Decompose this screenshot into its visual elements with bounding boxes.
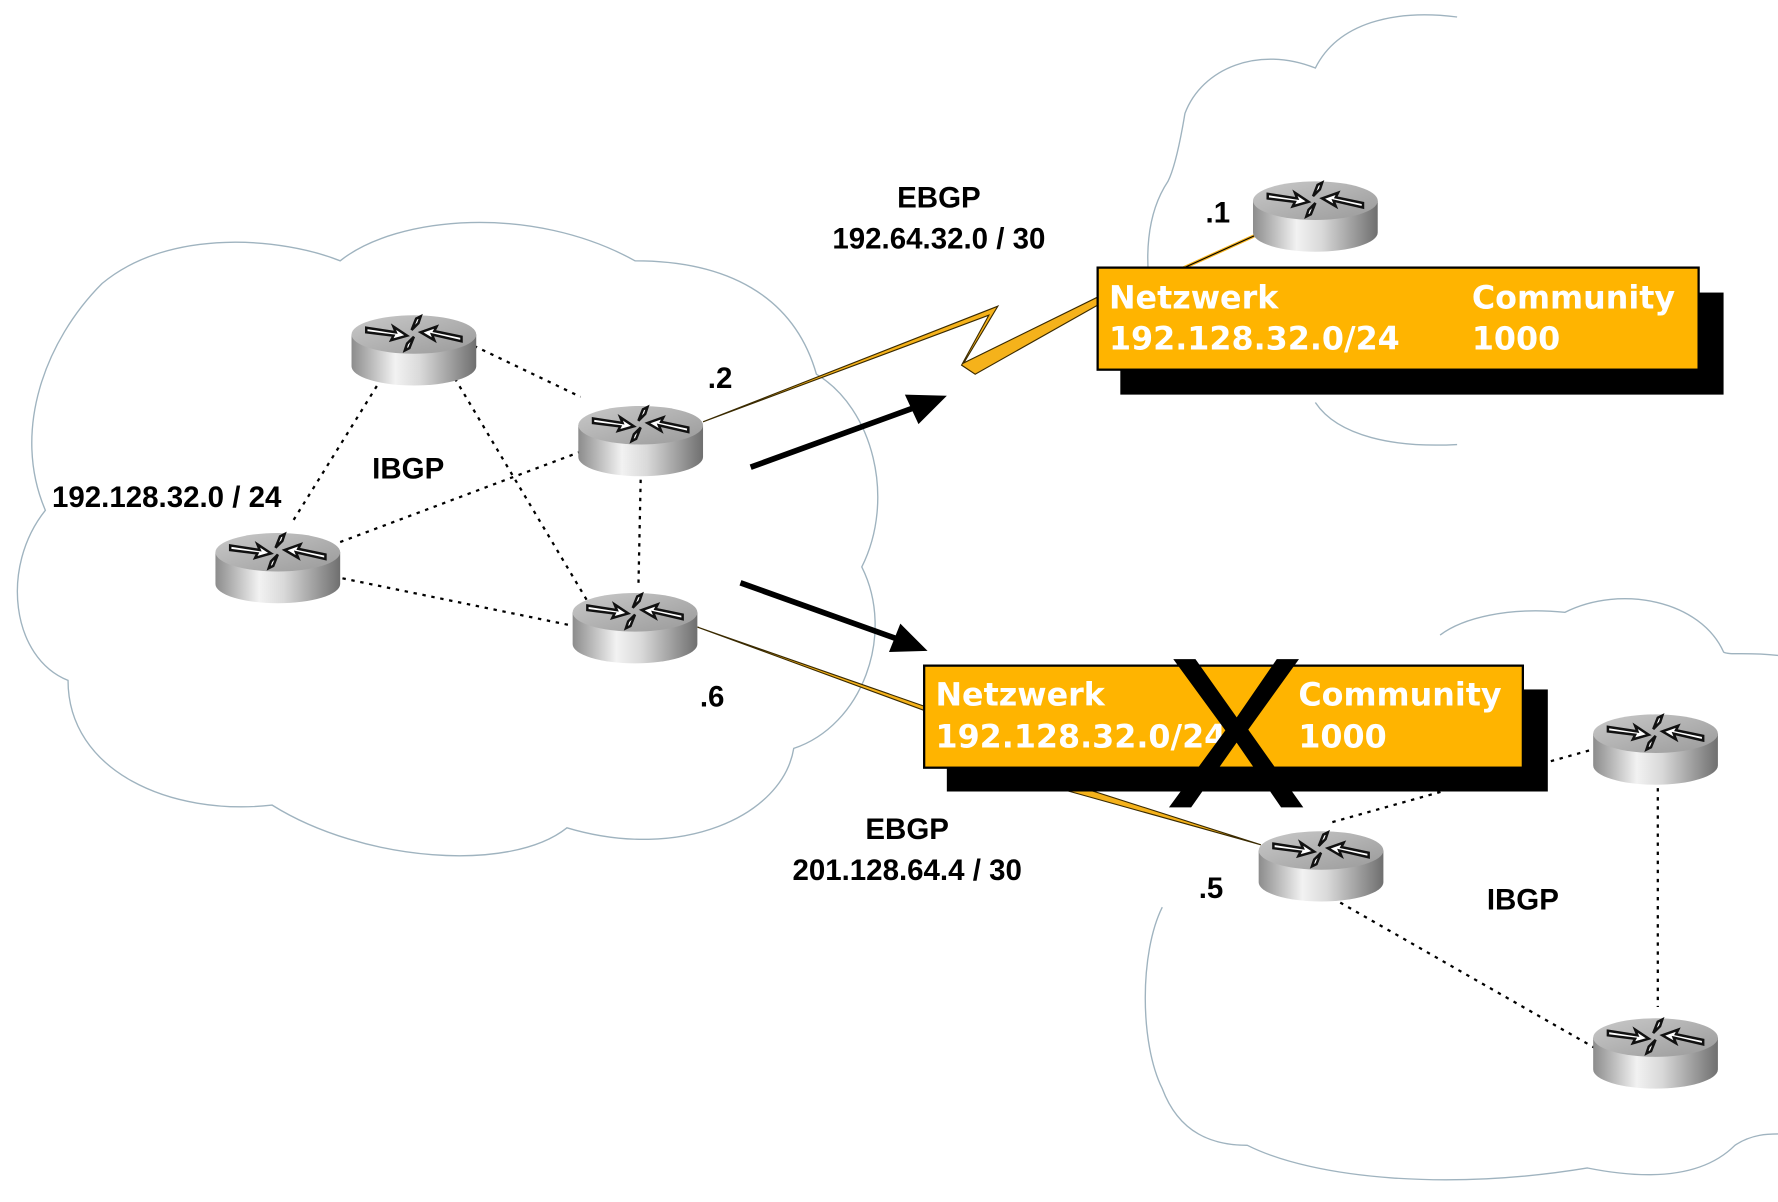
ibgp-left-to-edge-upper xyxy=(339,450,583,544)
lower-announcement-box: Netzwerk 192.128.32.0/24 Community 1000 … xyxy=(923,612,1548,853)
router-edge-upper[interactable] xyxy=(577,404,705,478)
lower-local-host-label: .6 xyxy=(700,680,725,713)
left-ibgp-label: IBGP xyxy=(372,453,444,486)
right-ibgp-label: IBGP xyxy=(1487,883,1559,916)
upper-network-value: 192.128.32.0/24 xyxy=(1109,321,1400,357)
reject-x-icon: X xyxy=(1164,612,1308,853)
upper-community-header: Community xyxy=(1472,280,1676,316)
lower-right-as-cloud xyxy=(1144,598,1778,1181)
upper-network-header: Netzwerk xyxy=(1109,280,1279,316)
lower-community-header: Community xyxy=(1298,677,1502,713)
upper-right-as-cloud xyxy=(1147,14,1458,446)
lower-network-value: 192.128.32.0/24 xyxy=(935,719,1226,755)
router-lower-right-lower[interactable] xyxy=(1591,1017,1720,1090)
router-top[interactable] xyxy=(350,313,478,387)
left-network-label: 192.128.32.0 / 24 xyxy=(52,481,282,514)
router-edge-lower[interactable] xyxy=(571,591,699,665)
router-lower-right-upper[interactable] xyxy=(1591,713,1720,786)
router-left[interactable] xyxy=(214,531,342,605)
upper-ebgp-serial-link xyxy=(702,296,1101,423)
lower-link-subnet-label: 201.128.64.4 / 30 xyxy=(792,854,1021,887)
upper-link-subnet-label: 192.64.32.0 / 30 xyxy=(832,222,1045,255)
upper-remote-host-label: .1 xyxy=(1206,196,1231,229)
lower-announcement-panel xyxy=(923,664,1524,769)
ibgp-border-to-lower xyxy=(1331,897,1598,1050)
ibgp-left-to-edge-lower xyxy=(342,577,574,628)
lower-network-header: Netzwerk xyxy=(935,677,1105,713)
ibgp-top-to-left xyxy=(291,362,393,523)
upper-community-value: 1000 xyxy=(1472,321,1560,357)
lower-remote-host-label: .5 xyxy=(1199,872,1224,905)
left-ibgp-sessions xyxy=(291,344,642,628)
upper-link-protocol-label: EBGP xyxy=(897,182,981,215)
ibgp-edge-upper-to-edge-lower xyxy=(637,479,642,588)
upper-announcement-box: Netzwerk 192.128.32.0/24 Community 1000 xyxy=(1096,266,1724,395)
upper-advertise-arrow xyxy=(749,394,947,470)
lower-community-value: 1000 xyxy=(1298,719,1386,755)
upper-local-host-label: .2 xyxy=(708,362,733,395)
ibgp-top-to-edge-upper xyxy=(473,344,582,398)
ibgp-top-to-edge-lower xyxy=(444,362,589,602)
router-upper-right-peer[interactable] xyxy=(1251,180,1379,253)
upper-link-outline xyxy=(1179,235,1255,271)
lower-advertise-arrow xyxy=(739,580,928,653)
upper-announcement-panel xyxy=(1096,266,1700,371)
lower-link-protocol-label: EBGP xyxy=(865,813,949,846)
left-as-cloud xyxy=(16,221,879,857)
